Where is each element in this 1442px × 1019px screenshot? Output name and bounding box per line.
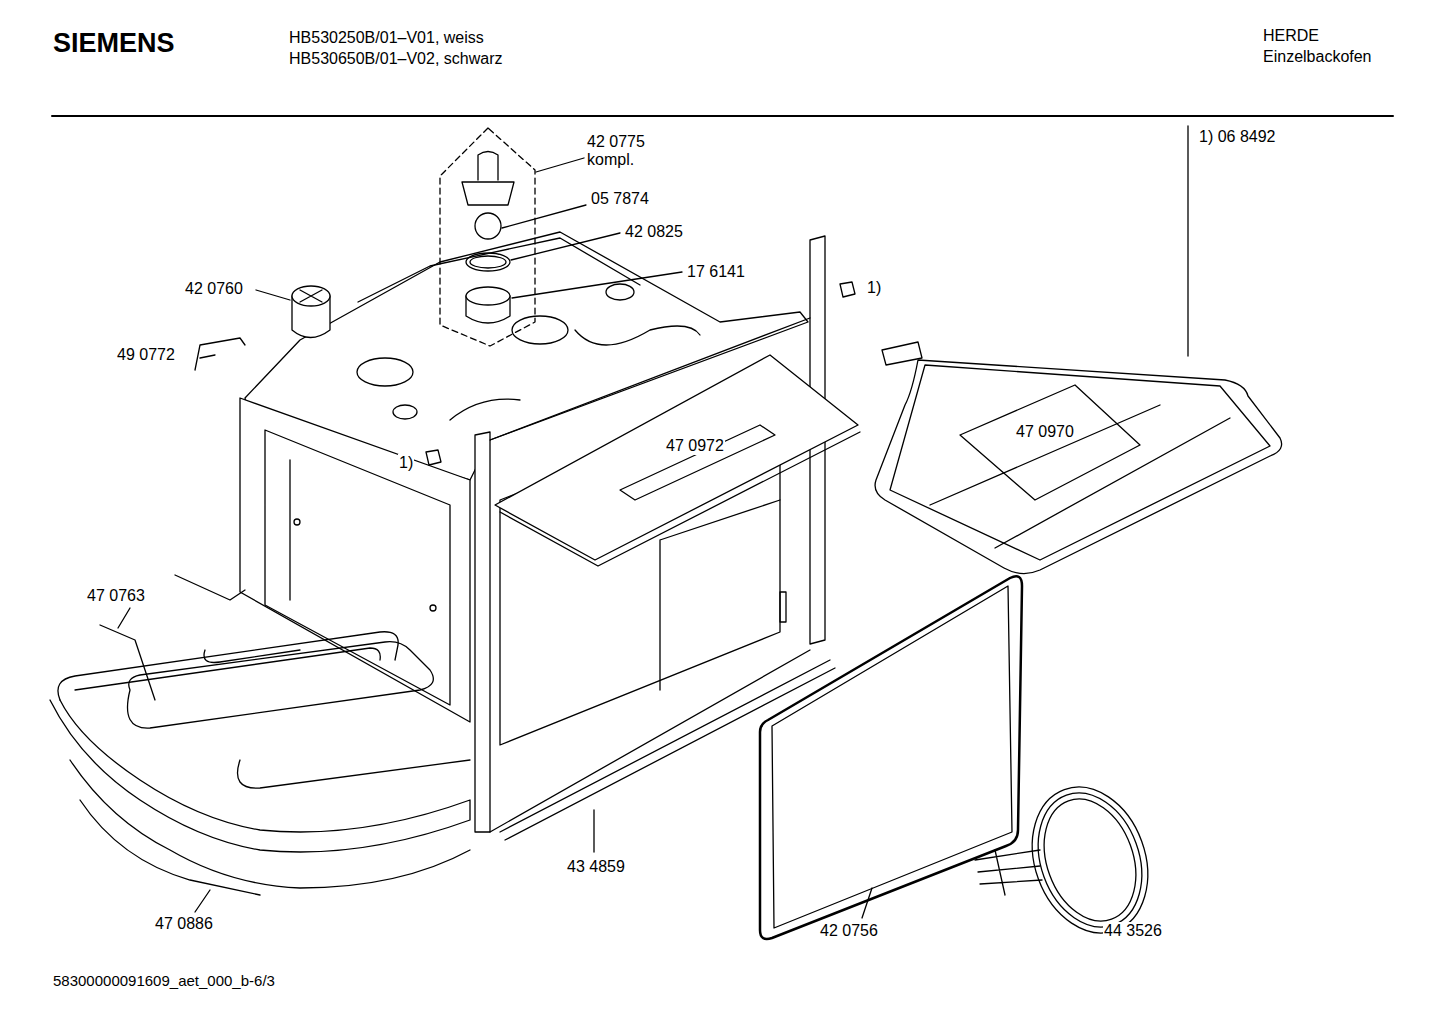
leader-line	[512, 272, 682, 298]
top-plate-edge	[500, 432, 860, 566]
ring-heater	[1028, 786, 1152, 934]
heater-brace	[930, 405, 1230, 548]
vent	[292, 286, 330, 306]
callout-number: 47 0972	[665, 437, 725, 455]
callout-number: 49 0772	[116, 346, 176, 364]
leader-line	[502, 205, 586, 228]
leader-line	[536, 158, 584, 172]
callout-number: 47 0970	[1015, 423, 1075, 441]
lamp-cover	[466, 287, 510, 305]
bottom-heater	[58, 632, 398, 700]
callout-number: 1) 06 8492	[1198, 128, 1277, 146]
rod	[500, 660, 835, 840]
top-heater	[890, 365, 1270, 560]
heater-terminal	[975, 850, 1042, 895]
leader-line	[511, 233, 620, 260]
vent-cross	[300, 290, 322, 302]
lamp-ring	[466, 253, 510, 271]
heater-terminal	[882, 342, 922, 365]
insulation-mat	[70, 760, 470, 888]
small-part	[426, 450, 441, 465]
top-cutout	[450, 399, 520, 420]
oven-side	[240, 398, 470, 722]
leader-line	[593, 810, 594, 852]
screw	[294, 519, 300, 525]
door-seal	[760, 576, 1022, 939]
plate-slot	[620, 425, 775, 500]
top-hole	[357, 358, 413, 386]
callout-number: 42 0756	[819, 922, 879, 940]
oven-side-panel	[265, 430, 450, 705]
callout-number: 43 4859	[566, 858, 626, 876]
callout-number: 47 0886	[154, 915, 214, 933]
lamp-group-outline	[440, 128, 535, 346]
bottom-heater	[128, 642, 434, 728]
lamp-ring	[470, 256, 506, 268]
screw	[430, 605, 436, 611]
brand-logo: SIEMENS	[52, 28, 176, 59]
lamp-holder	[462, 152, 514, 206]
insulation-mat	[80, 800, 260, 895]
bottom-heater	[204, 650, 470, 788]
bracket	[195, 338, 245, 370]
top-heater	[875, 360, 1282, 574]
oven-inner	[660, 500, 780, 690]
callout-number: 05 7874	[590, 190, 650, 208]
footnote-mark: 1)	[398, 454, 414, 472]
insulation-mat	[50, 700, 470, 852]
leader-line	[195, 890, 210, 912]
category: Einzelbackofen	[1262, 48, 1373, 66]
door-seal	[772, 586, 1012, 928]
top-hole	[393, 405, 417, 419]
model-number: HB530650B/01–V02, schwarz	[288, 50, 503, 68]
callout-number: 44 3526	[1103, 922, 1163, 940]
leader-line	[862, 888, 872, 918]
slot	[780, 592, 786, 622]
leader-line	[1187, 126, 1188, 356]
header-rule	[52, 115, 1393, 117]
top-hole	[606, 284, 634, 300]
callout-number: 42 0760	[184, 280, 244, 298]
top-cutout	[575, 326, 700, 345]
oven-side-detail	[289, 460, 290, 600]
leader-line	[256, 290, 290, 300]
frame-post	[475, 432, 490, 832]
callout-number: 17 6141	[686, 263, 746, 281]
top-plate	[495, 355, 858, 560]
callout-number: 42 0825	[624, 223, 684, 241]
callout-number: 42 0775 kompl.	[586, 133, 660, 170]
small-part	[840, 282, 855, 297]
ring-heater	[1020, 778, 1159, 941]
model-number: HB530250B/01–V01, weiss	[288, 29, 485, 47]
lamp-bulb	[475, 213, 501, 239]
leader-line	[118, 608, 130, 628]
drawing-number: 58300000091609_aet_000_b-6/3	[52, 972, 276, 989]
callout-number: 47 0763	[86, 587, 146, 605]
category: HERDE	[1262, 27, 1320, 45]
ring-heater	[1013, 771, 1168, 950]
footnote-mark: 1)	[866, 279, 882, 297]
